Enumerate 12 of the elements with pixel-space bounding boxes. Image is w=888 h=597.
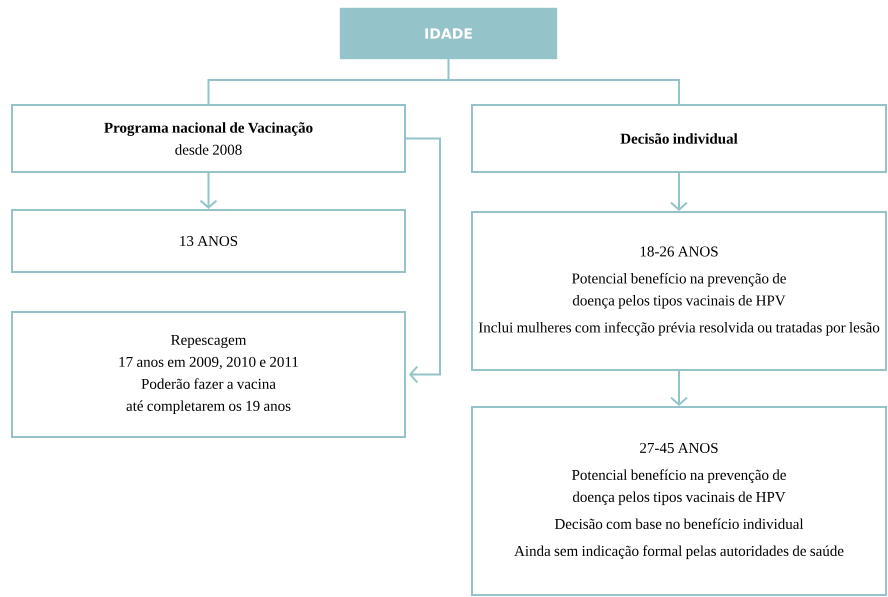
arrow bbox=[200, 173, 218, 209]
process-box: 13 ANOS bbox=[11, 209, 406, 273]
connector-line bbox=[448, 59, 680, 104]
process-box: Programa nacional de Vacinação desde 2008 bbox=[11, 104, 406, 173]
process-box: 27-45 ANOS Potencial benefício na prevenção de doença pelos tipos vacinais de HPV Decisão com base no benefício individual Ainda sem indicação formal pelas autoridades de saúde bbox=[471, 406, 888, 596]
process-box: Decisão individual bbox=[471, 104, 888, 173]
arrow bbox=[670, 371, 688, 406]
arrow bbox=[670, 173, 688, 211]
process-box: 18-26 ANOS Potencial benefício na prevenção de doença pelos tipos vacinais de HPV Inclui mulheres com infecção prévia resolvida ou tratadas por lesão bbox=[471, 211, 888, 371]
process-box: Repescagem 17 anos em 2009, 2010 e 2011 Poderão fazer a vacina até completarem os 19 anos bbox=[11, 311, 406, 438]
heading-box: IDADE bbox=[340, 8, 558, 60]
arrow bbox=[406, 138, 441, 384]
